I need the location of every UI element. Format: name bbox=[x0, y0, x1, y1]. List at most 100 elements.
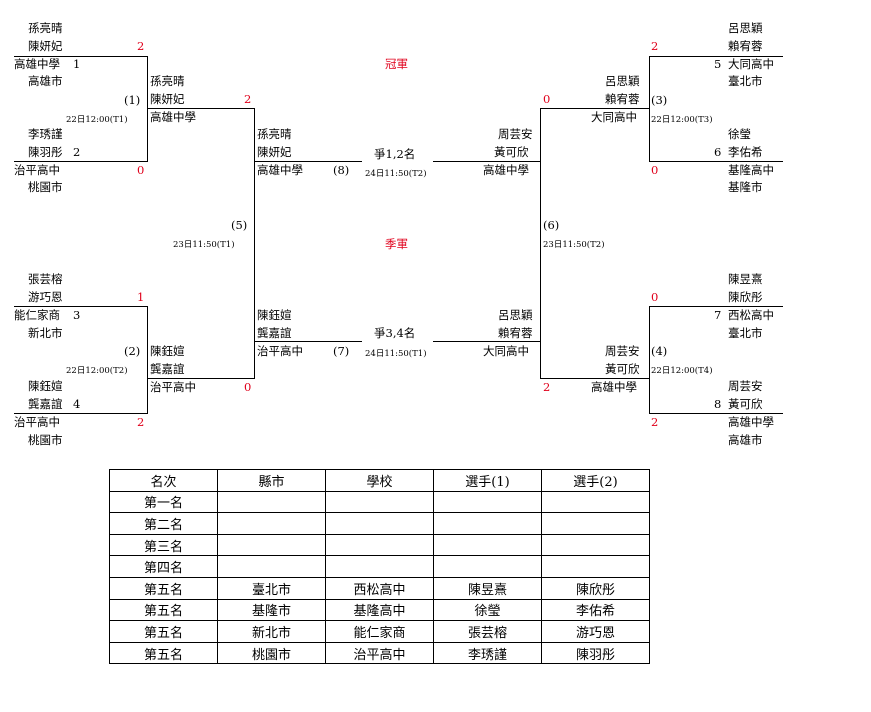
player-city: 桃園市 bbox=[28, 433, 63, 447]
finalist-name: 周芸安 bbox=[498, 127, 533, 141]
table-cell bbox=[217, 533, 326, 557]
winner-school: 大同高中 bbox=[591, 110, 637, 124]
match-time: 24日11:50(T1) bbox=[365, 349, 427, 359]
line bbox=[540, 378, 649, 379]
player-school: 治平高中 bbox=[14, 415, 60, 429]
player-name: 徐瑩 bbox=[728, 127, 751, 141]
line bbox=[540, 108, 649, 109]
table-cell: 西松高中 bbox=[325, 576, 434, 600]
winner-school: 高雄中學 bbox=[591, 380, 637, 394]
player-school: 能仁家商 bbox=[14, 308, 60, 322]
table-cell: 第四名 bbox=[109, 555, 218, 578]
table-cell: 陳昱熹 bbox=[433, 576, 542, 600]
column-header: 選手(1) bbox=[433, 469, 542, 492]
winner-name: 陳鈺媗 bbox=[150, 344, 185, 358]
winner-name: 孫亮晴 bbox=[150, 74, 185, 88]
table-cell bbox=[433, 533, 542, 557]
table-row: 第四名 bbox=[109, 555, 650, 578]
column-header: 學校 bbox=[325, 469, 434, 492]
score: 2 bbox=[543, 380, 551, 394]
winner-name: 賴宥蓉 bbox=[605, 92, 640, 106]
match-number: (4) bbox=[651, 344, 668, 358]
seed-number: 4 bbox=[73, 397, 81, 411]
player-city: 新北市 bbox=[28, 326, 63, 340]
table-cell: 第五名 bbox=[109, 576, 218, 600]
player-name: 呂思穎 bbox=[728, 21, 763, 35]
table-cell: 李佑希 bbox=[541, 598, 650, 622]
player-name: 賴宥蓉 bbox=[728, 39, 763, 53]
score: 0 bbox=[137, 163, 145, 177]
score: 0 bbox=[543, 92, 551, 106]
third-place-match-title: 爭3,4名 bbox=[374, 326, 416, 340]
line bbox=[14, 306, 147, 307]
line bbox=[254, 161, 362, 162]
winner-school: 高雄中學 bbox=[150, 110, 196, 124]
table-cell: 新北市 bbox=[217, 620, 326, 643]
player-name: 李佑希 bbox=[728, 145, 763, 159]
player-city: 臺北市 bbox=[728, 74, 763, 88]
table-cell: 能仁家商 bbox=[325, 620, 434, 643]
player-school: 高雄中學 bbox=[14, 57, 60, 71]
seed-number: 2 bbox=[73, 145, 81, 159]
table-row: 第二名 bbox=[109, 512, 650, 535]
table-cell bbox=[433, 555, 542, 578]
player-name: 孫亮晴 bbox=[28, 21, 63, 35]
seed-number: 6 bbox=[714, 145, 722, 159]
table-cell: 第三名 bbox=[109, 533, 218, 557]
finalist-name: 黃可欣 bbox=[494, 145, 529, 159]
seed-number: 1 bbox=[73, 57, 81, 71]
seed-number: 7 bbox=[714, 308, 722, 322]
table-row: 第一名 bbox=[109, 490, 650, 514]
table-cell: 第一名 bbox=[109, 490, 218, 514]
player-name: 陳欣彤 bbox=[728, 290, 763, 304]
match-time: 23日11:50(T1) bbox=[173, 240, 235, 250]
table-row: 第五名 桃園市 治平高中 李琇謹 陳羽彤 bbox=[109, 641, 650, 665]
table-cell bbox=[541, 490, 650, 514]
line bbox=[147, 306, 148, 414]
table-cell bbox=[325, 512, 434, 535]
player-city: 臺北市 bbox=[728, 326, 763, 340]
player-name: 黃可欣 bbox=[728, 397, 763, 411]
player-name: 龔嘉誼 bbox=[28, 397, 63, 411]
line bbox=[147, 108, 254, 109]
third-place-name: 陳鈺媗 bbox=[257, 308, 292, 322]
player-name: 游巧恩 bbox=[28, 290, 63, 304]
line bbox=[147, 378, 254, 379]
third-place-label: 季軍 bbox=[385, 237, 408, 251]
winner-school: 治平高中 bbox=[150, 380, 196, 394]
line bbox=[649, 56, 650, 162]
table-cell: 徐瑩 bbox=[433, 598, 542, 622]
table-cell bbox=[325, 533, 434, 557]
table-cell bbox=[217, 555, 326, 578]
finalist-school: 高雄中學 bbox=[483, 163, 529, 177]
player-city: 高雄市 bbox=[728, 433, 763, 447]
table-cell: 第五名 bbox=[109, 598, 218, 622]
table-cell: 基隆市 bbox=[217, 598, 326, 622]
third-place-school: 治平高中 bbox=[257, 344, 303, 358]
column-header: 名次 bbox=[109, 469, 218, 492]
line bbox=[147, 56, 148, 162]
winner-name: 龔嘉誼 bbox=[150, 362, 185, 376]
match-time: 22日12:00(T4) bbox=[651, 366, 713, 376]
line bbox=[649, 413, 783, 414]
match-number: (6) bbox=[543, 218, 560, 232]
final-title: 爭1,2名 bbox=[374, 147, 416, 161]
player-name: 張芸榕 bbox=[28, 272, 63, 286]
score: 2 bbox=[651, 415, 659, 429]
score: 2 bbox=[244, 92, 252, 106]
winner-name: 呂思穎 bbox=[605, 74, 640, 88]
player-school: 西松高中 bbox=[728, 308, 774, 322]
table-cell bbox=[433, 512, 542, 535]
line bbox=[254, 108, 255, 379]
score: 2 bbox=[137, 415, 145, 429]
table-row: 第五名 新北市 能仁家商 張芸榕 游巧恩 bbox=[109, 620, 650, 643]
table-cell: 陳欣彤 bbox=[541, 576, 650, 600]
line bbox=[649, 161, 783, 162]
player-school: 基隆高中 bbox=[728, 163, 774, 177]
match-number: (3) bbox=[651, 93, 668, 107]
match-time: 22日12:00(T2) bbox=[66, 366, 128, 376]
third-place-name: 賴宥蓉 bbox=[498, 326, 533, 340]
match-number: (2) bbox=[124, 344, 141, 358]
line bbox=[14, 161, 147, 162]
match-number: (8) bbox=[333, 163, 350, 177]
